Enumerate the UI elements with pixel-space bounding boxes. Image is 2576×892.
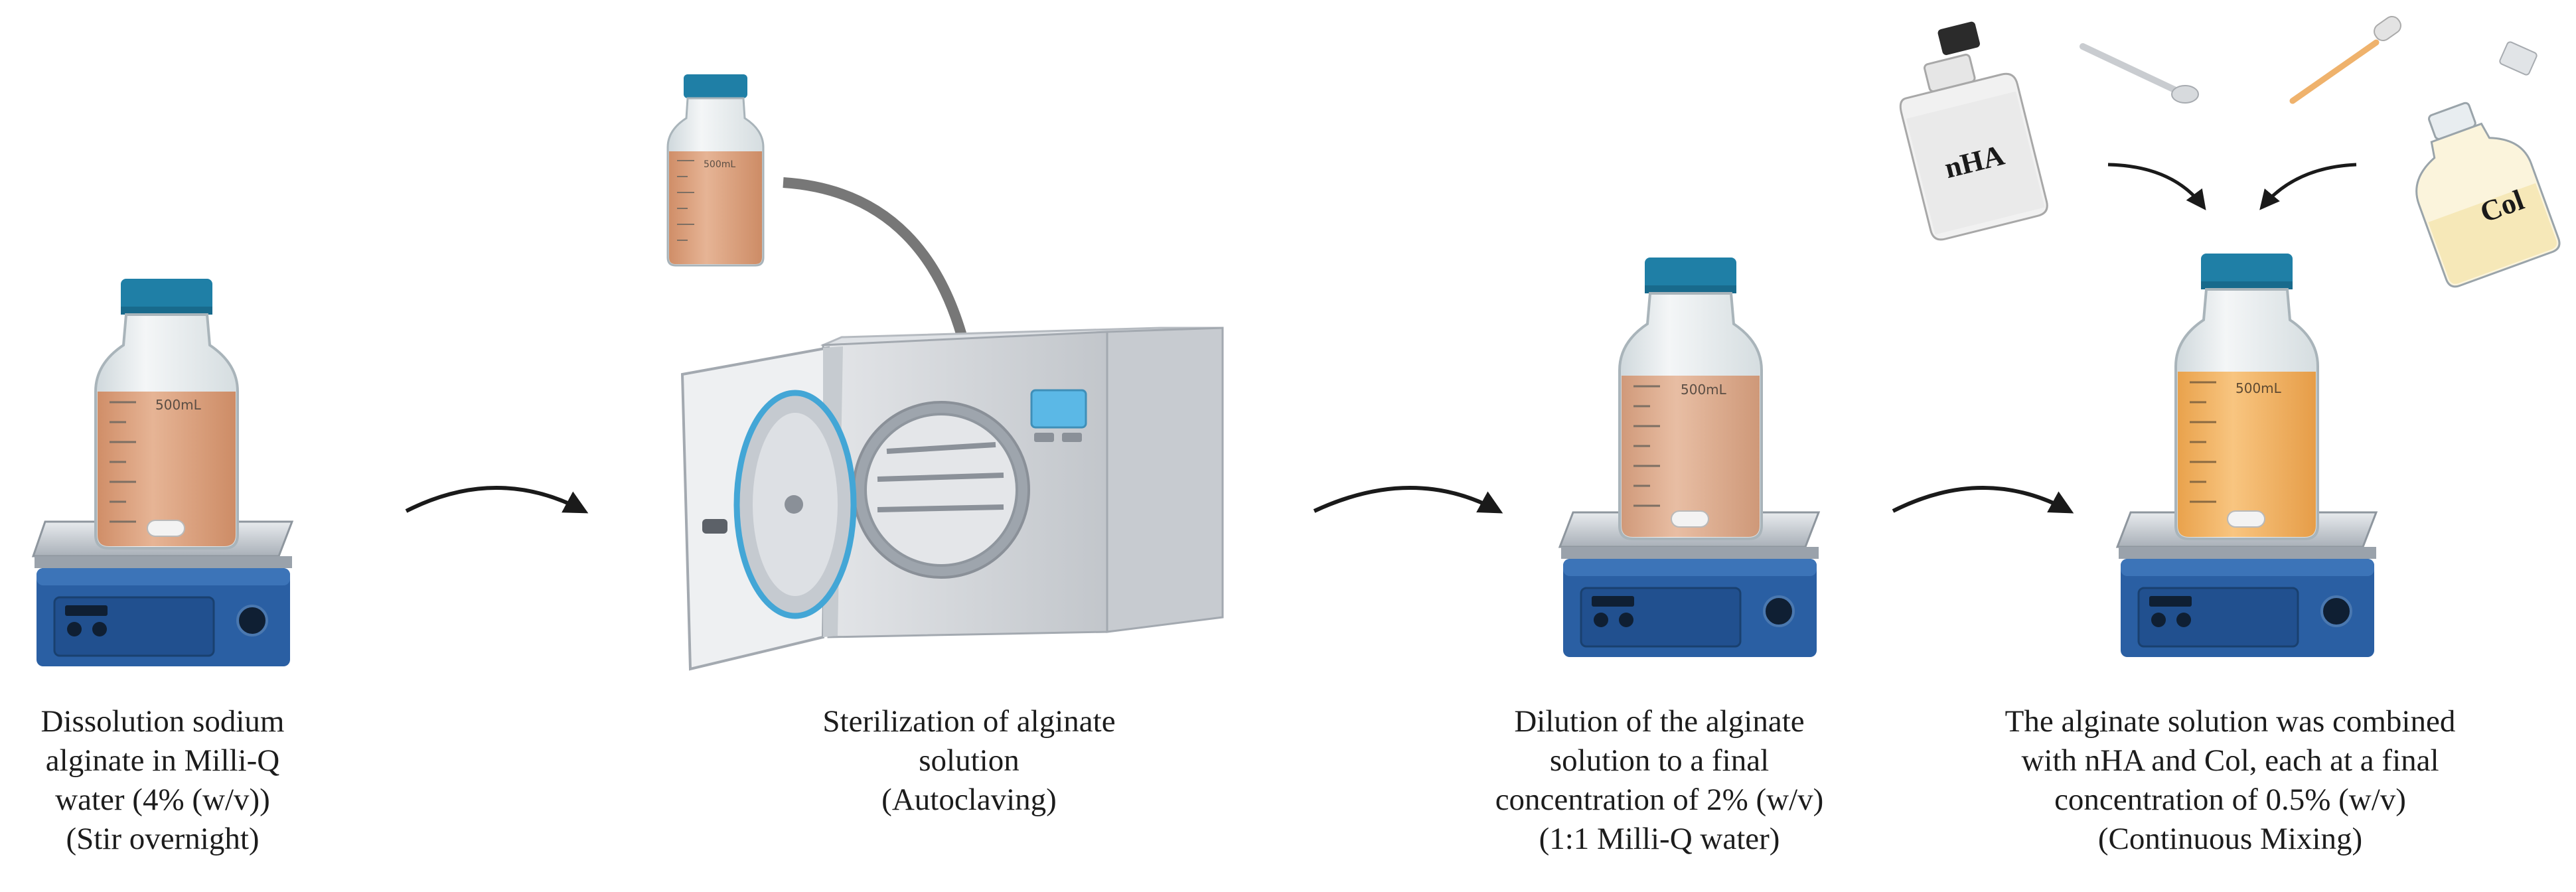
stir-bar-icon [147, 520, 185, 536]
reagent-bottle-icon: nHA [1892, 21, 2050, 242]
step-3-caption: Dilution of the alginate solution to a f… [1440, 702, 1878, 859]
spatula-icon [2083, 46, 2198, 103]
bottle-volume-label: 500mL [155, 397, 202, 413]
step-2-caption: Sterilization of alginate solution (Auto… [730, 702, 1208, 820]
pipette-icon [2293, 13, 2404, 101]
reagent-arrow [2262, 165, 2356, 207]
media-bottle-icon: 500mL [668, 74, 763, 265]
bottle-volume-label: 500mL [704, 159, 735, 170]
process-arrow [1314, 488, 1499, 511]
autoclave-icon [682, 328, 1223, 669]
media-bottle-icon: 500mL [1620, 258, 1762, 539]
media-bottle-icon: 500mL [2176, 254, 2318, 539]
stir-bar-icon [2228, 511, 2265, 527]
step-4-caption: The alginate solution was combined with … [1912, 702, 2549, 859]
bottle-volume-label: 500mL [1681, 382, 1727, 398]
step-1-caption: Dissolution sodium alginate in Milli-Q w… [0, 702, 325, 859]
media-bottle-icon: 500mL [96, 279, 238, 548]
reagent-bottle-icon: Col [2391, 41, 2562, 289]
stir-bar-icon [1671, 511, 1708, 527]
bottle-volume-label: 500mL [2235, 380, 2282, 396]
reagent-arrow [2108, 165, 2204, 207]
process-arrow [1893, 488, 2070, 511]
process-arrow [406, 488, 584, 511]
